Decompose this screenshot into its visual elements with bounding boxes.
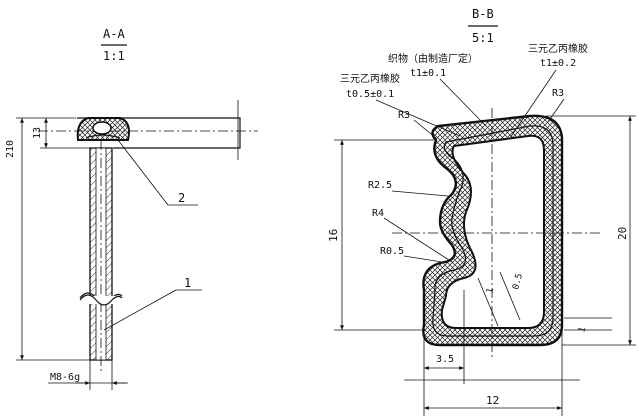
dim-width-12: 12 <box>486 394 499 407</box>
view-aa-title: A-A <box>103 27 125 41</box>
fabric-note-line1: 织物（由制造厂定） <box>388 52 478 65</box>
view-bb-title: B-B <box>472 7 494 21</box>
radius-r3-right: R3 <box>552 88 564 99</box>
view-bb-scale: 5:1 <box>472 31 494 45</box>
dim-strip-height: 13 <box>32 127 43 139</box>
fabric-note-line2: t1±0.1 <box>410 68 446 79</box>
thread-label: M8-6g <box>50 372 80 383</box>
strip-outline <box>77 117 241 149</box>
view-aa-scale: 1:1 <box>103 49 125 63</box>
dim-3-5: 3.5 <box>436 354 454 365</box>
radius-r0-5: R0.5 <box>380 246 404 257</box>
profile-inner-cavity <box>440 134 545 329</box>
radius-r3-left: R3 <box>398 110 410 121</box>
radius-r4: R4 <box>372 208 384 219</box>
epdm-note-right-line1: 三元乙丙橡胶 <box>528 42 588 55</box>
epdm-note-left-line1: 三元乙丙橡胶 <box>340 72 400 85</box>
view-bb: B-B 5:1 16 20 12 3.5 织物（由制造厂定） <box>327 7 636 416</box>
balloon-1: 1 <box>184 276 191 290</box>
radius-r2-5: R2.5 <box>368 180 392 191</box>
dim-height-right: 20 <box>616 227 629 240</box>
epdm-note-left-line2: t0.5±0.1 <box>346 89 394 100</box>
dim-bottom-1: 1 <box>577 326 588 334</box>
dim-wall-0-5: 0.5 <box>511 272 525 290</box>
dim-wall-1: 1 <box>485 287 496 295</box>
epdm-note-right-line2: t1±0.2 <box>540 58 576 69</box>
balloon-2: 2 <box>178 191 185 205</box>
fabric-line <box>432 125 554 337</box>
dim-total-height: 210 <box>5 140 16 158</box>
dim-height-left: 16 <box>327 229 340 242</box>
view-aa: A-A 1:1 210 13 2 1 <box>5 27 258 390</box>
